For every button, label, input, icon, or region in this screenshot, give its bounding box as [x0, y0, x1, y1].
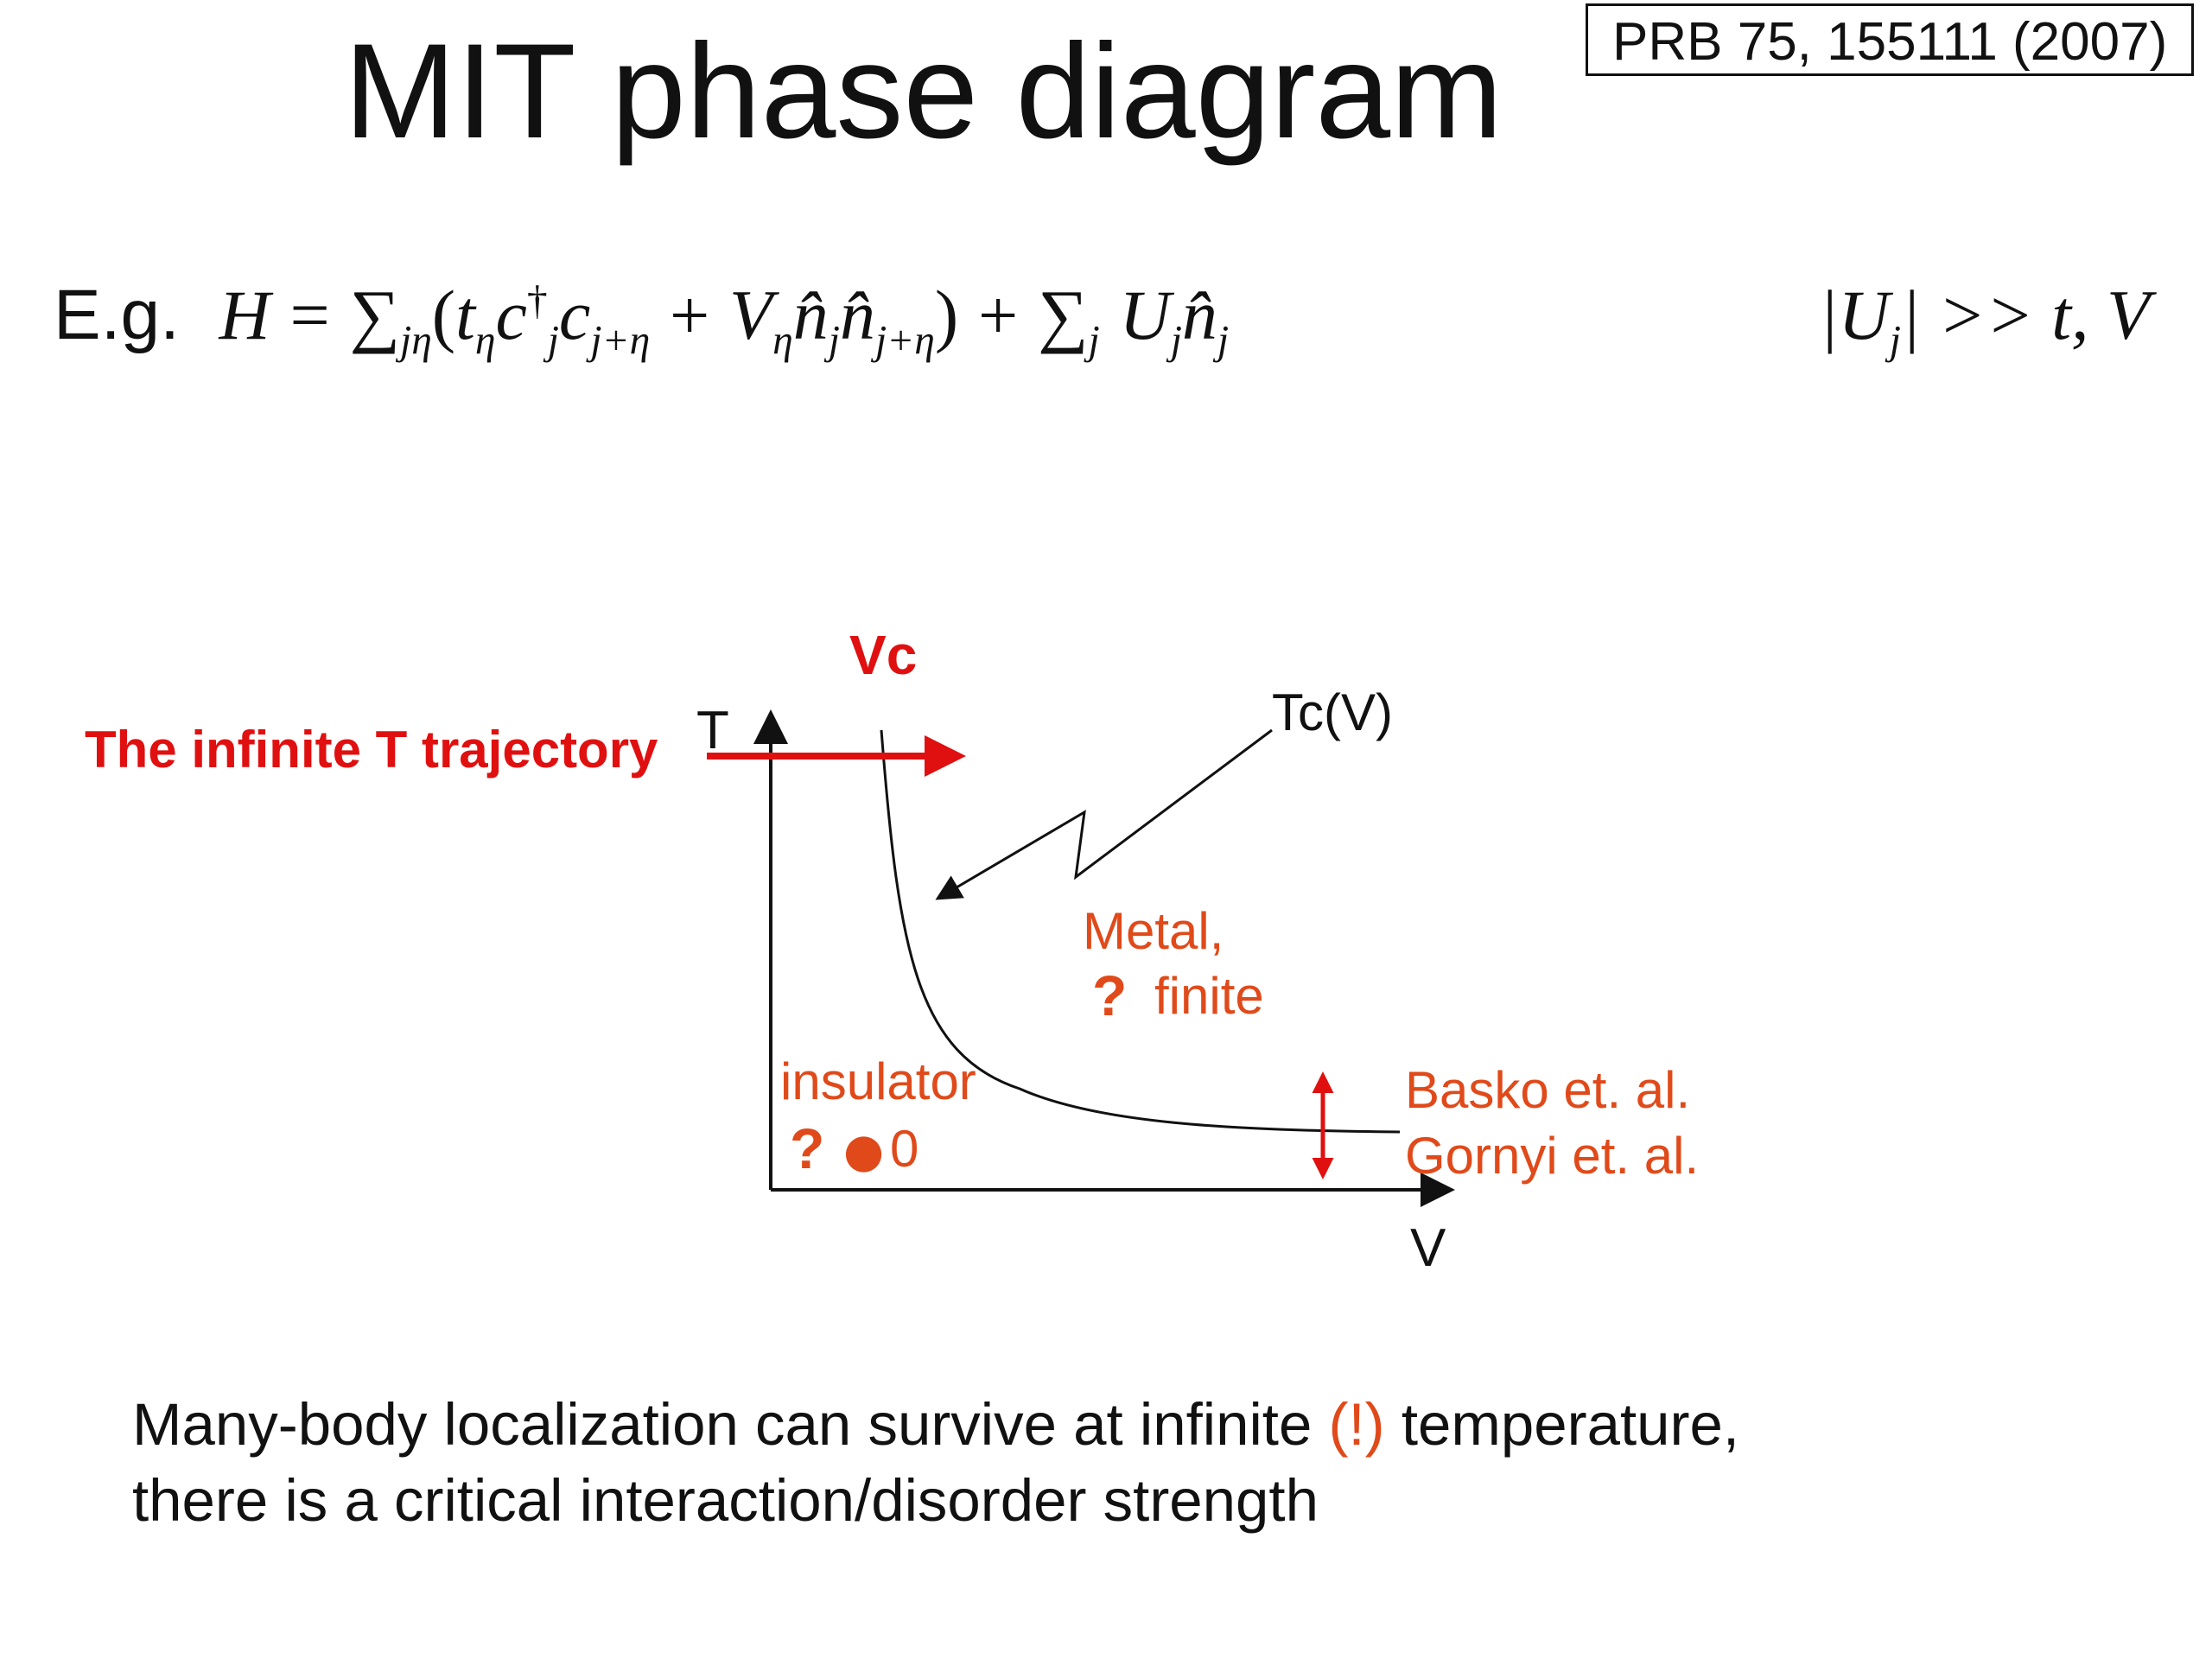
vc-label: Vc	[849, 624, 917, 686]
insulator-bullet: ●	[843, 1123, 884, 1178]
eq-U-sub: j	[1170, 318, 1182, 364]
caption-line-1: Many-body localization can survive at in…	[132, 1387, 1739, 1463]
x-axis-label: V	[1410, 1218, 1446, 1278]
eq-c2-sub: j+η	[590, 318, 651, 364]
insulator-value: 0	[890, 1120, 918, 1178]
eq-V: V	[729, 276, 773, 354]
eq-t: t	[455, 276, 475, 354]
eq-n3-sub: j	[1217, 318, 1230, 364]
reference-box: PRB 75, 155111 (2007)	[1586, 3, 2195, 76]
eq-open-paren: (	[431, 276, 456, 354]
cond-right: | >> t, V	[1900, 276, 2151, 354]
eq-n1: n̂	[792, 276, 829, 354]
caption-highlight: (!)	[1328, 1391, 1385, 1458]
trajectory-label: The infinite T trajectory	[85, 721, 658, 779]
eq-n2: n̂	[839, 276, 875, 354]
tc-label: Tc(V)	[1272, 683, 1393, 741]
cond-sub: j	[1889, 318, 1901, 364]
metal-value: finite	[1154, 967, 1264, 1025]
cond-left: |U	[1819, 276, 1890, 354]
metal-question: ?	[1092, 963, 1127, 1027]
eq-equals: =	[289, 276, 330, 354]
ref-gornyi: Gornyi et. al.	[1405, 1127, 1699, 1185]
caption-line-1-a: Many-body localization can survive at in…	[132, 1391, 1329, 1458]
caption: Many-body localization can survive at in…	[132, 1387, 1739, 1539]
interaction-condition: |Uj| >> t, V	[1819, 275, 2150, 364]
caption-line-1-b: temperature,	[1384, 1391, 1740, 1458]
eq-dagger: †	[526, 278, 548, 324]
eq-n3: n̂	[1181, 276, 1217, 354]
slide-title: MIT phase diagram	[344, 16, 1503, 167]
eq-c-sub: j	[547, 318, 559, 364]
insulator-label: insulator	[780, 1052, 976, 1110]
caption-line-2: there is a critical interaction/disorder…	[132, 1467, 1319, 1534]
eq-c2: c	[558, 276, 591, 354]
eq-sum-2: ∑	[1038, 276, 1089, 354]
eq-sum-1-sub: jη	[399, 318, 432, 364]
eq-plus-2: +	[977, 276, 1019, 354]
tc-pointer-arrow	[935, 728, 1273, 900]
hamiltonian-equation: E.g. H = ∑jη(tηc†jcj+η + Vηn̂jn̂j+η) + ∑…	[54, 275, 1229, 364]
eq-c: c	[495, 276, 527, 354]
eq-sum-1: ∑	[349, 276, 400, 354]
eq-U: U	[1119, 276, 1171, 354]
eq-n1-sub: j	[828, 318, 840, 364]
eq-t-sub: η	[474, 318, 496, 364]
eq-n2-sub: j+η	[874, 318, 935, 364]
ref-basko: Basko et. al.	[1405, 1061, 1690, 1119]
insulator-question: ?	[790, 1116, 824, 1180]
eq-close-paren: )	[934, 276, 959, 354]
eq-sum-2-sub: j	[1088, 318, 1100, 364]
eg-prefix: E.g.	[54, 276, 180, 354]
eq-V-sub: η	[772, 318, 793, 364]
metal-label: Metal,	[1083, 902, 1224, 960]
y-axis-label: T	[696, 701, 729, 760]
tc-curve	[880, 729, 1401, 1134]
eq-plus-1: +	[670, 276, 710, 354]
eq-H: H	[219, 276, 270, 354]
